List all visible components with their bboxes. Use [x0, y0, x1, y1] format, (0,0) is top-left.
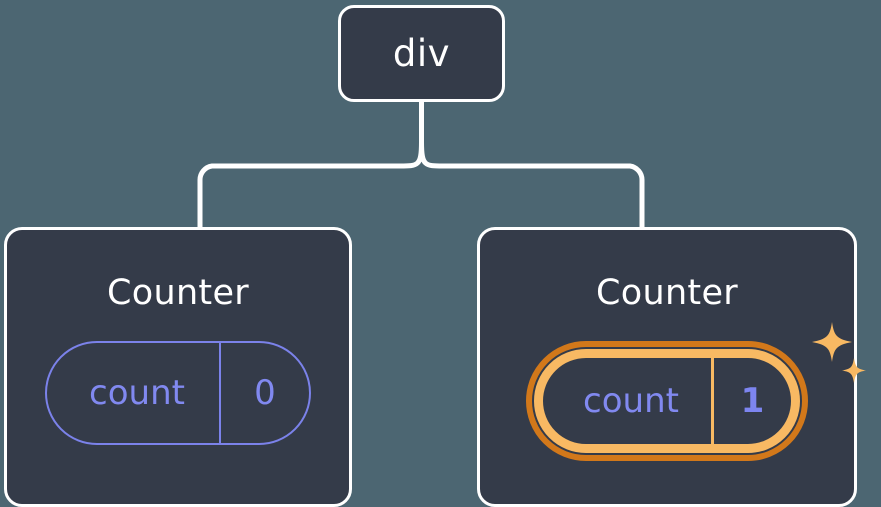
- state-pill-right-wrap: count 1: [526, 341, 808, 461]
- node-div-label: div: [392, 32, 451, 75]
- diagram-canvas: div Counter count 0 Counter count 1: [4, 5, 866, 507]
- node-counter-left[interactable]: Counter count 0: [4, 227, 352, 507]
- node-counter-left-label: Counter: [107, 273, 249, 313]
- node-counter-right-label: Counter: [596, 273, 738, 313]
- state-value-right: 1: [711, 358, 791, 444]
- state-pill-left[interactable]: count 0: [45, 341, 311, 445]
- node-div[interactable]: div: [338, 5, 505, 102]
- node-counter-right[interactable]: Counter count 1: [477, 227, 857, 507]
- connector-arm-left: [197, 141, 424, 227]
- state-key-right: count: [583, 381, 679, 421]
- state-pill-left-wrap: count 0: [45, 341, 311, 445]
- state-key-left: count: [89, 373, 185, 413]
- state-value-left: 0: [219, 343, 309, 443]
- state-pill-right-inner: count 1: [534, 349, 800, 453]
- connector-arm-right: [419, 141, 645, 227]
- state-pill-right[interactable]: count 1: [526, 341, 808, 461]
